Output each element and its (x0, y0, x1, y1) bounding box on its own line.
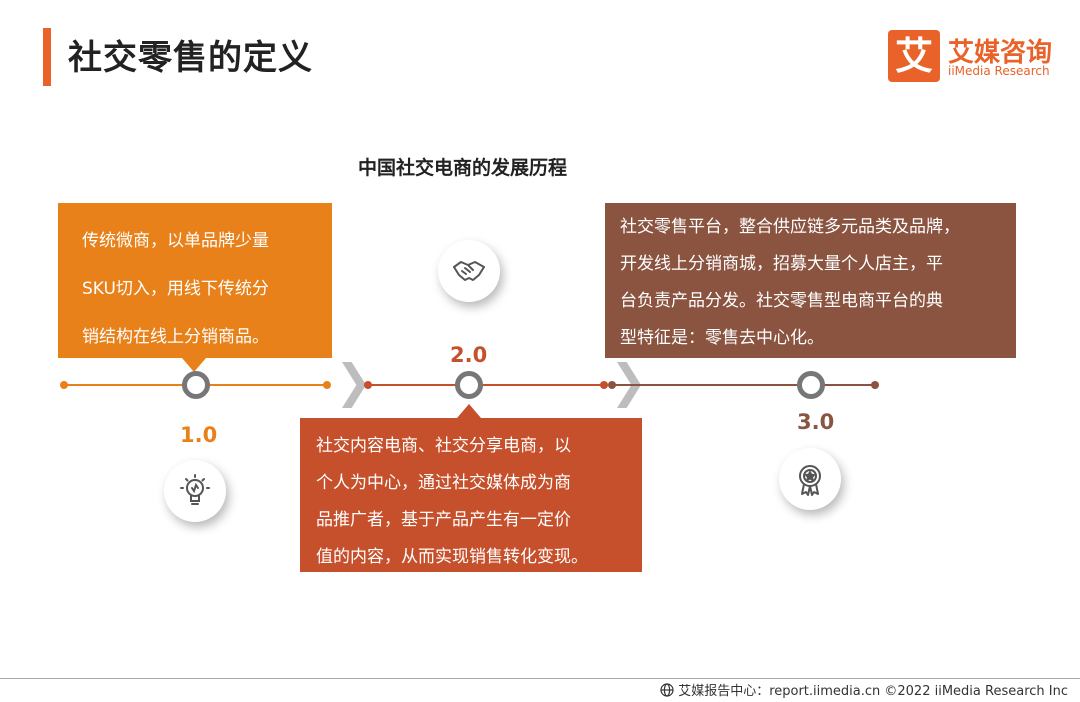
stage-3-line: 台负责产品分发。社交零售型电商平台的典 (620, 291, 943, 311)
award-icon (779, 448, 841, 510)
timeline-dot (600, 381, 608, 389)
timeline-segment-2 (368, 384, 608, 386)
chevron-right-icon (342, 362, 366, 408)
stage-2-description: 社交内容电商、社交分享电商，以 个人为中心，通过社交媒体成为商 品推广者，基于产… (300, 404, 642, 572)
stage-3-line: 型特征是：零售去中心化。 (620, 328, 824, 348)
stage-3-line: 开发线上分销商城，招募大量个人店主，平 (620, 254, 943, 274)
footer-divider (0, 678, 1080, 679)
handshake-icon (438, 240, 500, 302)
timeline-dot (364, 381, 372, 389)
iimedia-logo: 艾 艾媒咨询 iiMedia Research (888, 30, 1068, 82)
stage-3-version: 3.0 (797, 410, 835, 434)
logo-mark: 艾 (888, 30, 940, 82)
timeline-dot (323, 381, 331, 389)
stage-1-node (182, 371, 210, 399)
title-accent-bar (43, 28, 51, 86)
stage-2-line: 值的内容，从而实现销售转化变现。 (316, 547, 588, 567)
diagram-title: 中国社交电商的发展历程 (358, 157, 568, 179)
stage-1-description: 传统微商，以单品牌少量 SKU切入，用线下传统分 销结构在线上分销商品。 (58, 203, 332, 372)
timeline-dot (871, 381, 879, 389)
timeline-dot (608, 381, 616, 389)
footer-text: 艾媒报告中心：report.iimedia.cn ©2022 iiMedia R… (678, 684, 1068, 699)
stage-2-line: 社交内容电商、社交分享电商，以 (316, 436, 571, 456)
stage-1-line: 销结构在线上分销商品。 (82, 327, 269, 347)
stage-1-line: 传统微商，以单品牌少量 (82, 231, 269, 251)
stage-2-line: 品推广者，基于产品产生有一定价 (316, 510, 571, 530)
stage-3-description: 社交零售平台，整合供应链多元品类及品牌， 开发线上分销商城，招募大量个人店主，平… (605, 203, 1016, 358)
logo-english-name: iiMedia Research (948, 64, 1050, 78)
timeline-dot (60, 381, 68, 389)
footer: 艾媒报告中心：report.iimedia.cn ©2022 iiMedia R… (660, 680, 1068, 699)
logo-chinese-name: 艾媒咨询 (948, 38, 1053, 68)
stage-2-node (455, 371, 483, 399)
stage-2-line: 个人为中心，通过社交媒体成为商 (316, 473, 571, 493)
globe-icon (660, 683, 674, 697)
stage-3-line: 社交零售平台，整合供应链多元品类及品牌， (620, 217, 960, 237)
stage-1-line: SKU切入，用线下传统分 (82, 279, 269, 299)
page-title: 社交零售的定义 (68, 38, 313, 78)
stage-1-version: 1.0 (180, 423, 218, 447)
timeline-segment-3 (612, 384, 876, 386)
lightbulb-icon (164, 460, 226, 522)
stage-2-version: 2.0 (450, 343, 488, 367)
stage-3-node (797, 371, 825, 399)
